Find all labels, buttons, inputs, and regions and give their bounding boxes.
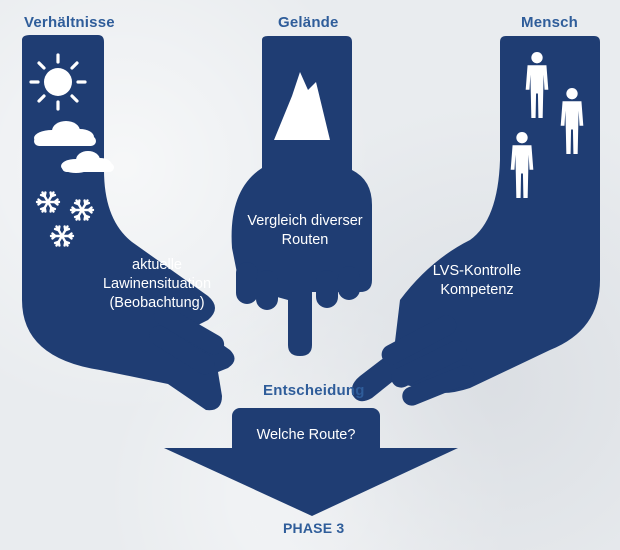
middle-hand-label: Vergleich diverser Routen (230, 212, 380, 250)
right-label-line: Kompetenz (412, 281, 542, 300)
middle-label-line: Vergleich diverser (230, 212, 380, 231)
right-hand (352, 36, 600, 409)
right-label-line: LVS-Kontrolle (412, 262, 542, 281)
right-hand-label: LVS-Kontrolle Kompetenz (412, 262, 542, 300)
header-verhaeltnisse: Verhältnisse (24, 14, 115, 31)
header-entscheidung: Entscheidung (263, 382, 365, 399)
middle-label-line: Routen (230, 231, 380, 250)
left-label-line: aktuelle (82, 256, 232, 275)
arrow-question: Welche Route? (232, 426, 380, 445)
left-hand-label: aktuelle Lawinensituation (Beobachtung) (82, 256, 232, 313)
left-label-line: (Beobachtung) (82, 294, 232, 313)
header-mensch: Mensch (521, 14, 578, 31)
header-gelaende: Gelände (278, 14, 339, 31)
decision-arrow (164, 408, 458, 516)
left-label-line: Lawinensituation (82, 275, 232, 294)
sun-icon (31, 55, 85, 109)
phase-label: PHASE 3 (283, 520, 344, 536)
